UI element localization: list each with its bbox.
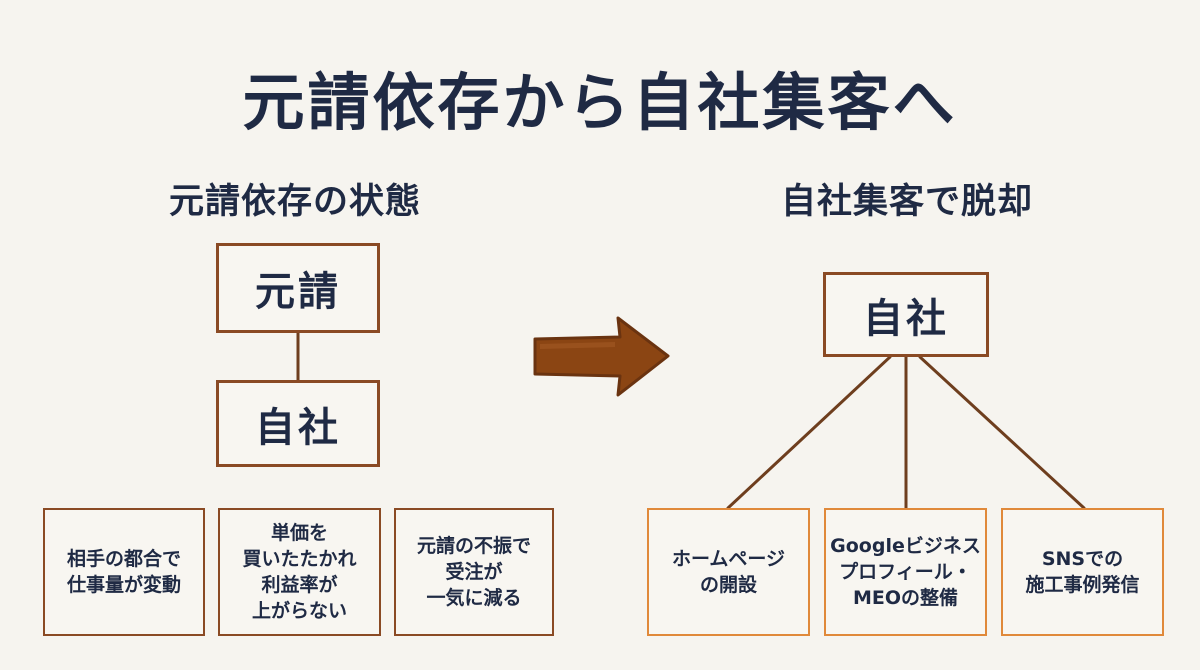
channel-box-sns: SNSでの 施工事例発信: [1001, 508, 1164, 636]
box-jisha-right: 自社: [823, 272, 989, 357]
connector-jisha-homepage: [726, 355, 892, 510]
channel-box-homepage: ホームページ の開設: [647, 508, 810, 636]
box-genuke: 元請: [216, 243, 380, 333]
problem-box-1: 相手の都合で 仕事量が変動: [43, 508, 205, 636]
left-heading: 元請依存の状態: [168, 182, 421, 222]
box-jisha-left: 自社: [216, 380, 380, 467]
problem-box-3: 元請の不振で 受注が 一気に減る: [394, 508, 554, 636]
channel-box-google: Googleビジネス プロフィール・ MEOの整備: [824, 508, 987, 636]
problem-box-2: 単価を 買いたたかれ 利益率が 上がらない: [218, 508, 381, 636]
connector-jisha-sns: [918, 355, 1086, 510]
right-heading: 自社集客で脱却: [780, 182, 1033, 222]
page-title: 元請依存から自社集客へ: [242, 66, 958, 139]
arrow-right-icon: [533, 316, 670, 397]
